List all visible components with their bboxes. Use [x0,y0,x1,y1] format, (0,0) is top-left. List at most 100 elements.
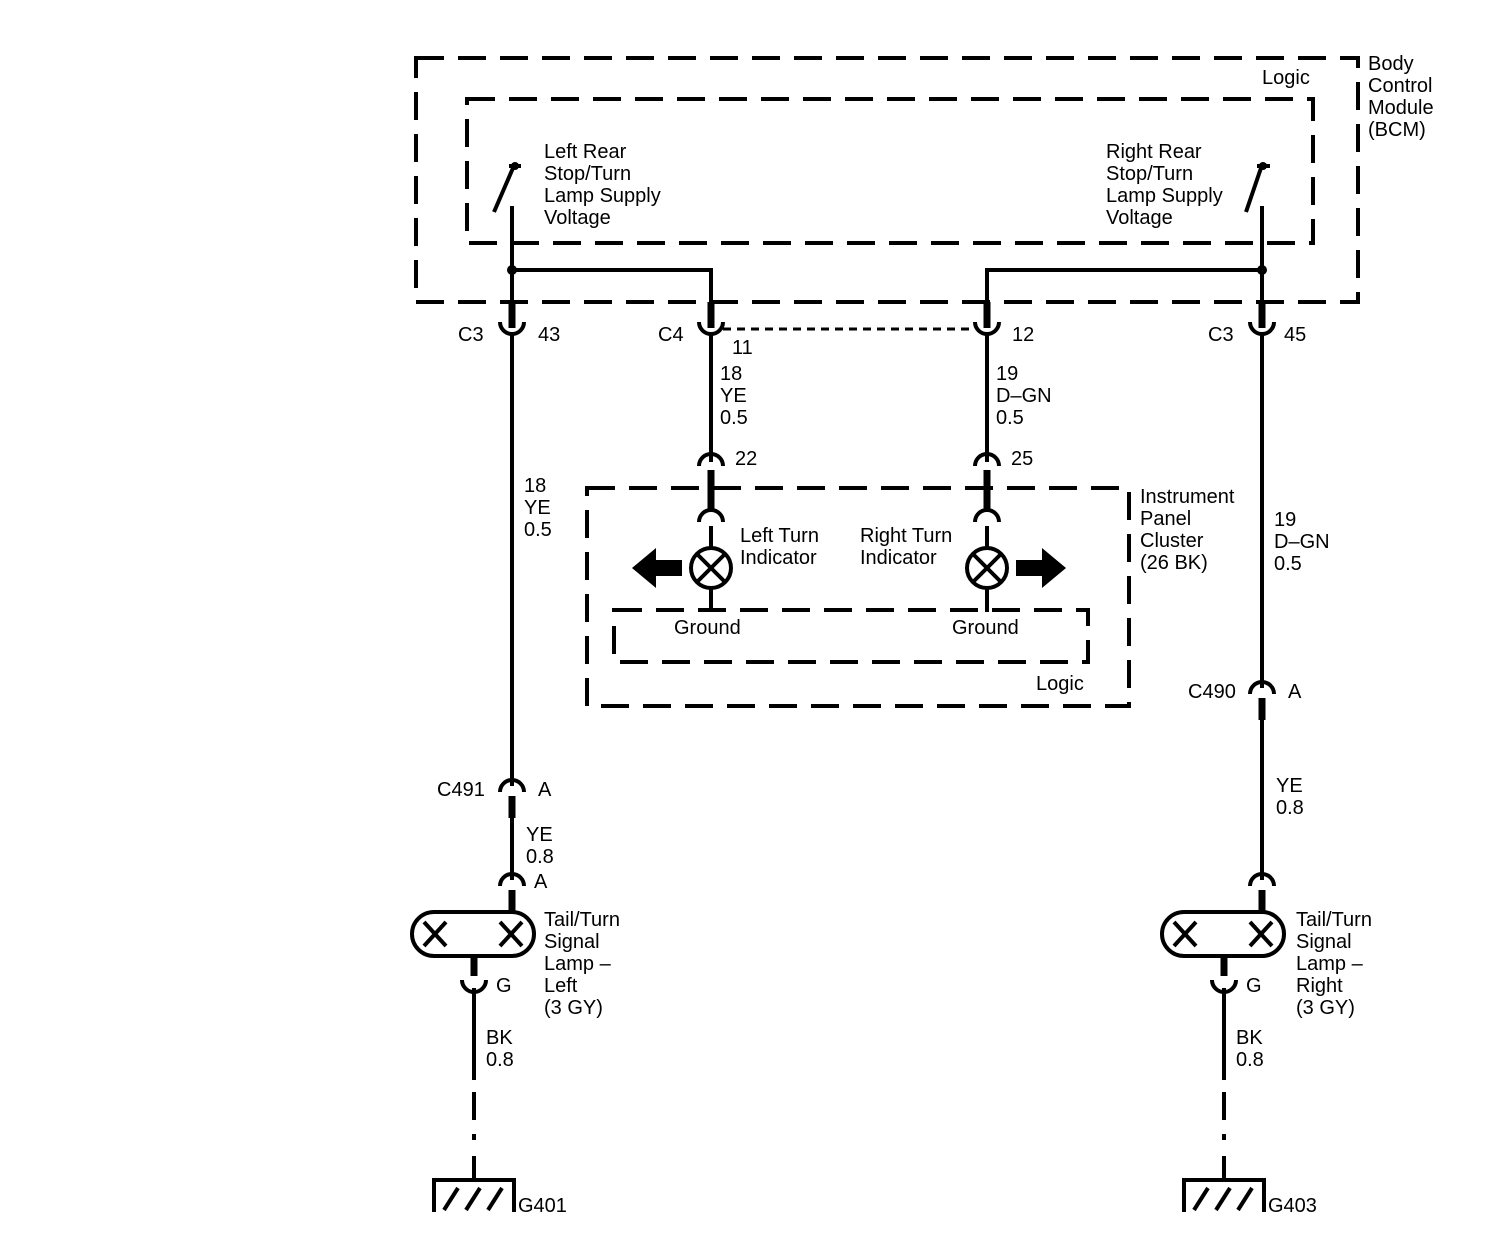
svg-text:18: 18 [524,475,546,497]
svg-text:Lamp –: Lamp – [544,953,612,975]
ipc-ground-right-label: Ground [952,617,1019,639]
svg-text:45: 45 [1284,324,1306,346]
left-switch-icon [492,162,521,213]
svg-text:18: 18 [720,363,742,385]
connector-c4-12: 12 [973,302,1034,346]
svg-text:Stop/Turn: Stop/Turn [1106,163,1193,185]
wire-c491-to-left-lamp: YE 0.8 [510,818,554,880]
tail-turn-lamp-left-icon [410,910,536,976]
bcm-logic-label: Logic [1262,67,1310,89]
svg-text:43: 43 [538,324,560,346]
ipc-outer-box [585,486,1131,708]
connector-c3-45: C3 45 [1208,302,1306,346]
svg-text:C3: C3 [1208,324,1234,346]
svg-text:0.5: 0.5 [720,407,748,429]
tail-turn-lamp-right-label: Tail/Turn Signal Lamp – Right (3 GY) [1296,909,1372,1019]
svg-text:Indicator: Indicator [740,547,817,569]
svg-text:BK: BK [486,1027,513,1049]
wire-right-main: 19 D–GN 0.5 [1260,334,1330,688]
tail-turn-lamp-right-icon [1160,910,1286,976]
left-turn-indicator-lamp-icon [689,488,733,612]
wire-c4-12-to-ipc: 19 D–GN 0.5 [985,334,1052,462]
svg-text:C490: C490 [1188,681,1236,703]
ipc-connector-22: 22 [697,448,757,488]
connector-c491: C491 A [437,778,552,818]
wire-left-ground: BK 0.8 [472,988,514,1140]
wire-left-main: 18 YE 0.5 [510,334,552,786]
tail-turn-lamp-left-label: Tail/Turn Signal Lamp – Left (3 GY) [544,909,620,1019]
svg-text:19: 19 [1274,509,1296,531]
svg-text:(3 GY): (3 GY) [544,997,603,1019]
wire-c4-11-to-ipc: 18 YE 0.5 [709,334,748,462]
svg-text:Left Rear: Left Rear [544,141,627,163]
svg-text:YE: YE [526,824,553,846]
svg-text:25: 25 [1011,448,1033,470]
left-arrow-icon [632,548,682,588]
svg-text:(BCM): (BCM) [1368,119,1426,141]
svg-text:YE: YE [524,497,551,519]
svg-text:(3 GY): (3 GY) [1296,997,1355,1019]
ground-g403-label: G403 [1268,1195,1317,1217]
svg-text:YE: YE [720,385,747,407]
left-lamp-connector-a: A [498,871,548,912]
right-lamp-connector [1248,872,1276,912]
svg-text:12: 12 [1012,324,1034,346]
ground-g403-icon [1182,1156,1266,1212]
ground-g401-icon [432,1156,516,1212]
svg-text:0.8: 0.8 [526,846,554,868]
right-lamp-ground-connector: G [1210,975,1262,997]
svg-text:C491: C491 [437,779,485,801]
svg-text:22: 22 [735,448,757,470]
left-turn-indicator-label: Left Turn Indicator [740,525,819,569]
bcm-logic-box [465,97,1315,245]
svg-text:11: 11 [732,337,753,359]
svg-text:YE: YE [1276,775,1303,797]
left-switch-label: Left Rear Stop/Turn Lamp Supply Voltage [544,141,661,229]
svg-text:Body: Body [1368,53,1414,75]
svg-text:D–GN: D–GN [1274,531,1330,553]
svg-text:Left: Left [544,975,578,997]
connector-c490: C490 A [1188,680,1302,720]
wire-right-ground: BK 0.8 [1222,988,1264,1140]
svg-text:Voltage: Voltage [544,207,611,229]
svg-text:Lamp –: Lamp – [1296,953,1364,975]
right-turn-indicator-lamp-icon [965,488,1009,612]
svg-text:Left Turn: Left Turn [740,525,819,547]
svg-text:Right Turn: Right Turn [860,525,952,547]
svg-text:G: G [496,975,512,997]
svg-text:Panel: Panel [1140,508,1191,530]
right-turn-indicator-label: Right Turn Indicator [860,525,952,569]
wire-c490-to-right-lamp: YE 0.8 [1260,720,1304,880]
right-switch-label: Right Rear Stop/Turn Lamp Supply Voltage [1106,141,1223,229]
svg-text:Tail/Turn: Tail/Turn [1296,909,1372,931]
svg-text:Cluster: Cluster [1140,530,1204,552]
svg-text:Control: Control [1368,75,1432,97]
svg-text:D–GN: D–GN [996,385,1052,407]
svg-text:0.5: 0.5 [1274,553,1302,575]
bcm-name-label: Body Control Module (BCM) [1368,53,1434,141]
connector-c3-43: C3 43 [458,302,560,346]
svg-text:0.8: 0.8 [486,1049,514,1071]
svg-text:Lamp Supply: Lamp Supply [544,185,661,207]
svg-text:0.5: 0.5 [996,407,1024,429]
ipc-connector-25: 25 [973,448,1033,488]
svg-text:0.8: 0.8 [1276,797,1304,819]
svg-text:Signal: Signal [544,931,600,953]
svg-text:BK: BK [1236,1027,1263,1049]
svg-text:Right Rear: Right Rear [1106,141,1202,163]
ipc-logic-label: Logic [1036,673,1084,695]
svg-text:A: A [534,871,548,893]
svg-text:Stop/Turn: Stop/Turn [544,163,631,185]
ipc-ground-left-label: Ground [674,617,741,639]
svg-text:G: G [1246,975,1262,997]
svg-text:Indicator: Indicator [860,547,937,569]
svg-text:Tail/Turn: Tail/Turn [544,909,620,931]
right-switch-icon [1244,162,1270,213]
svg-text:19: 19 [996,363,1018,385]
svg-text:Lamp Supply: Lamp Supply [1106,185,1223,207]
svg-text:Right: Right [1296,975,1343,997]
svg-text:Module: Module [1368,97,1434,119]
svg-text:(26 BK): (26 BK) [1140,552,1208,574]
svg-text:Instrument: Instrument [1140,486,1235,508]
